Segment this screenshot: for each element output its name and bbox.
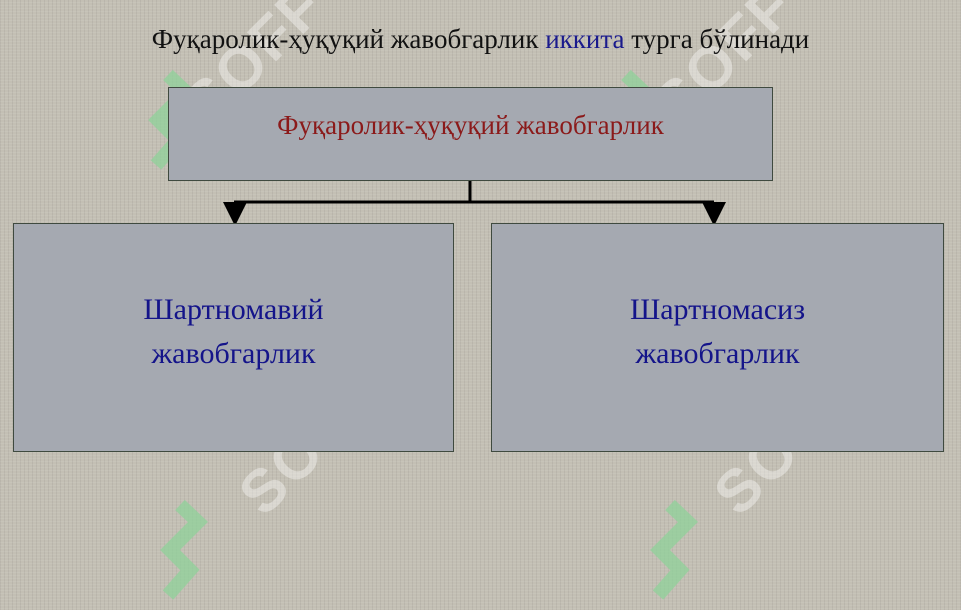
title-highlight: иккита xyxy=(545,24,625,54)
title-part-2: турга бўлинади xyxy=(631,24,810,54)
child-node-non-contractual: Шартномасиз жавобгарлик xyxy=(491,223,944,452)
child-node-contractual: Шартномавий жавобгарлик xyxy=(13,223,454,452)
child-node-line-1: Шартномасиз xyxy=(629,293,806,326)
child-node-label: Шартномавий жавобгарлик xyxy=(14,288,453,376)
slide-title: Фуқаролик-ҳуқуқий жавобгарлик иккита тур… xyxy=(0,24,961,55)
root-node: Фуқаролик-ҳуқуқий жавобгарлик xyxy=(168,87,773,181)
diagram-connectors xyxy=(223,181,726,226)
child-node-line-1: Шартномавий xyxy=(143,293,324,326)
title-part-1: Фуқаролик-ҳуқуқий жавобгарлик xyxy=(151,24,539,54)
child-node-label: Шартномасиз жавобгарлик xyxy=(492,288,943,376)
child-node-line-2: жавобгарлик xyxy=(635,337,800,370)
child-node-line-2: жавобгарлик xyxy=(151,337,316,370)
root-node-label: Фуқаролик-ҳуқуқий жавобгарлик xyxy=(277,110,664,140)
